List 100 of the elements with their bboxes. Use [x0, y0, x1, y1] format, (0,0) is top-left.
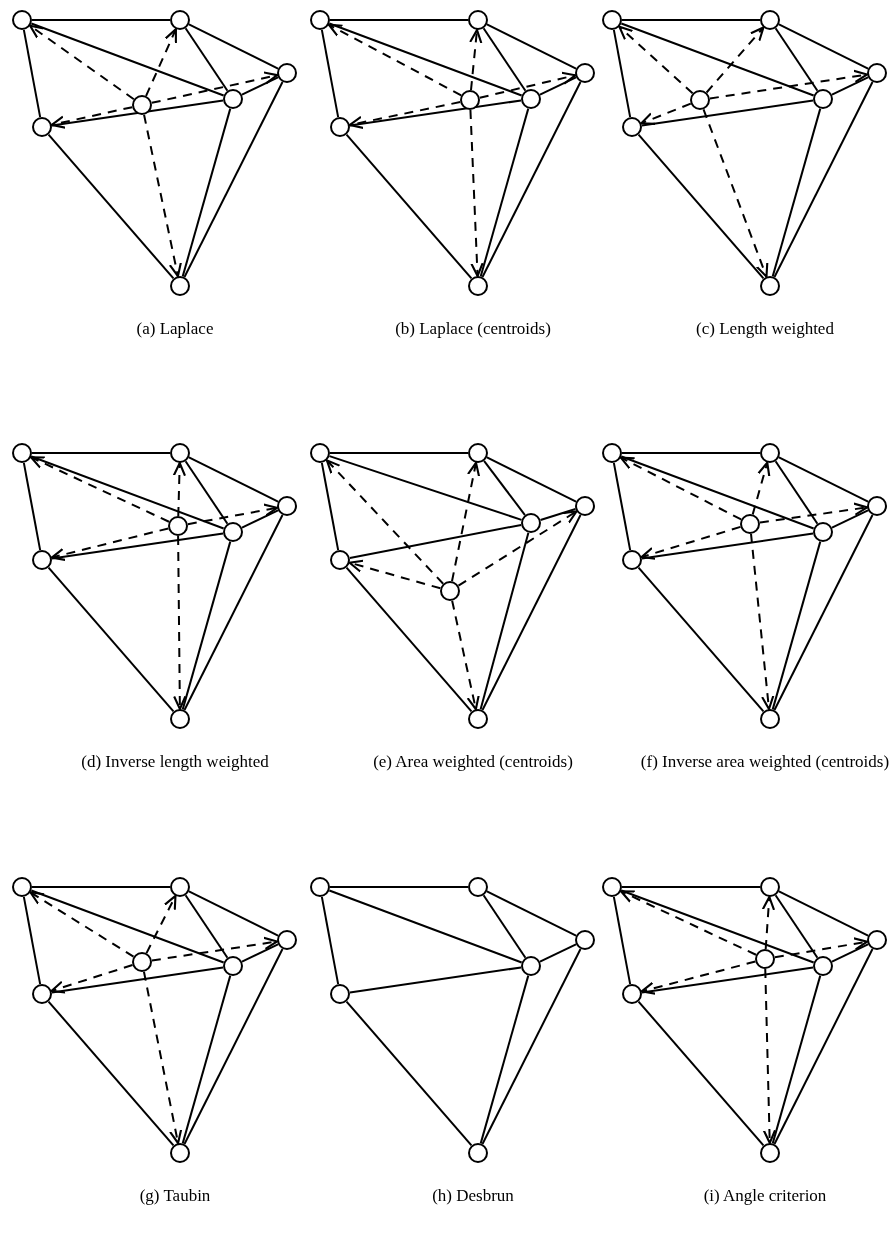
edge-line [612, 895, 632, 986]
caption: (i) Angle criterion [702, 1185, 828, 1207]
arrow [640, 960, 757, 995]
vertex-circle [12, 877, 32, 897]
edge-line [47, 133, 175, 280]
edge-line [539, 943, 577, 963]
vertex-circle [170, 443, 190, 463]
edge-line [345, 1000, 473, 1147]
vertex-circle [330, 117, 350, 137]
vertex-circle [223, 956, 243, 976]
vertex-circle [12, 443, 32, 463]
arrow [142, 970, 183, 1145]
arrow [50, 527, 170, 561]
vertex-circle [468, 10, 488, 30]
vertex-circle [622, 117, 642, 137]
edge-line [640, 99, 815, 127]
edge-line [481, 513, 582, 712]
edge-line [773, 947, 874, 1146]
vertex-circle [310, 443, 330, 463]
edge-line [773, 513, 874, 712]
arrow [705, 26, 765, 94]
vertex-circle [760, 877, 780, 897]
arrow [145, 894, 177, 955]
edge-line [637, 566, 765, 713]
arrow [186, 503, 279, 526]
vertex-circle [32, 984, 52, 1004]
vertex-circle [760, 1143, 780, 1163]
vertex-circle [740, 514, 760, 534]
edge-line [329, 452, 469, 454]
edge-line [771, 107, 822, 278]
edge-line [184, 460, 229, 525]
vertex-circle [277, 930, 297, 950]
vertex-circle [468, 276, 488, 296]
arrow [150, 936, 279, 962]
edge-line [184, 894, 229, 959]
caption: (f) Inverse area weighted (centroids) [640, 751, 890, 773]
vertex-circle [813, 956, 833, 976]
caption: (d) Inverse length weighted [80, 751, 270, 773]
vertex-circle [867, 496, 887, 516]
vertex-circle [521, 513, 541, 533]
vertex-circle [460, 90, 480, 110]
edge-line [485, 23, 578, 70]
vertex-circle [602, 443, 622, 463]
edge-line [482, 27, 527, 92]
vertex-circle [813, 89, 833, 109]
vertex-circle [223, 89, 243, 109]
edge-line [620, 455, 815, 530]
edge-line [621, 452, 761, 454]
edge-line [481, 947, 582, 1146]
edge-line [345, 566, 473, 713]
vertex-circle [12, 10, 32, 30]
arrow [751, 461, 771, 516]
vertex-circle [132, 952, 152, 972]
vertex-circle [813, 522, 833, 542]
edge-line [774, 894, 819, 959]
edge-line [187, 23, 280, 70]
edge-line [47, 1000, 175, 1147]
edge-line [31, 886, 171, 888]
arrow [478, 71, 577, 99]
edge-line [539, 508, 577, 521]
edge-line [31, 452, 171, 454]
edge-line [777, 456, 870, 503]
vertex-circle [867, 63, 887, 83]
edge-line [181, 107, 232, 278]
caption: (e) Area weighted (centroids) [372, 751, 574, 773]
vertex-circle [760, 709, 780, 729]
vertex-circle [310, 877, 330, 897]
arrow [145, 28, 177, 97]
vertex-circle [867, 930, 887, 950]
edge-line [187, 890, 280, 937]
vertex-circle [760, 443, 780, 463]
arrow [173, 535, 187, 711]
arrow [172, 461, 187, 517]
edge-line [637, 1000, 765, 1147]
edge-line [328, 889, 523, 964]
edge-line [181, 974, 232, 1145]
vertex-circle [602, 10, 622, 30]
edge-line [482, 894, 527, 959]
edge-line [348, 966, 523, 994]
vertex-circle [277, 63, 297, 83]
edge-line [328, 22, 523, 97]
arrow [451, 599, 480, 711]
edge-line [320, 28, 340, 119]
vertex-circle [690, 90, 710, 110]
edge-line [348, 523, 523, 560]
edge-line [183, 947, 284, 1146]
vertex-circle [330, 984, 350, 1004]
arrow [702, 108, 769, 278]
edge-line [329, 19, 469, 21]
vertex-circle [168, 516, 188, 536]
caption: (b) Laplace (centroids) [394, 318, 552, 340]
vertex-circle [468, 709, 488, 729]
arrow [451, 461, 481, 583]
edge-line [771, 974, 822, 1145]
edge-line [31, 19, 171, 21]
edge-line [777, 890, 870, 937]
edge-line [621, 886, 761, 888]
arrow [50, 106, 134, 129]
vertex-circle [468, 877, 488, 897]
arrow [327, 23, 463, 97]
